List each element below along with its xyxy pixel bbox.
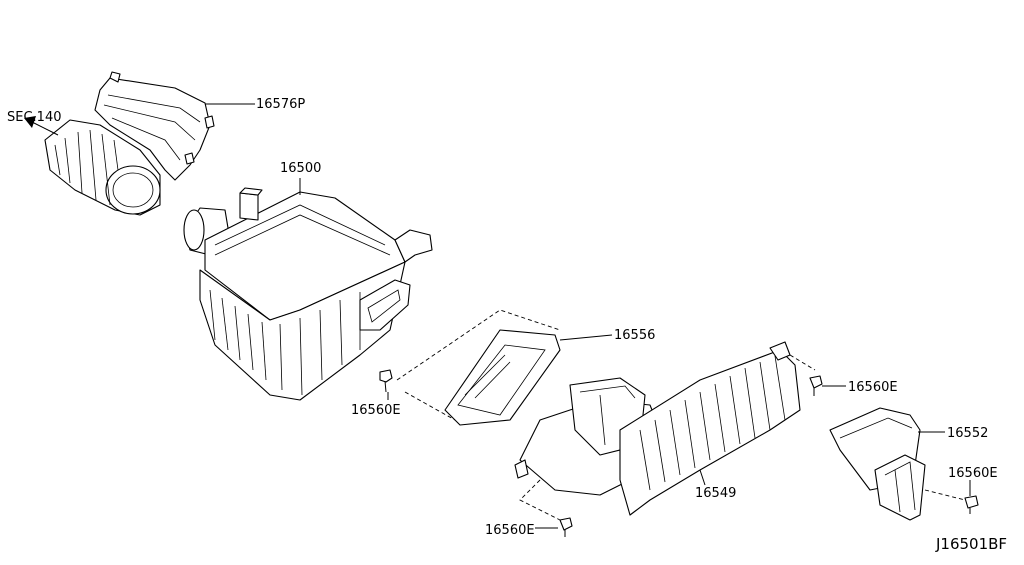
clip-16560E-b-icon (809, 375, 823, 396)
label-16549: 16549 (695, 486, 736, 501)
diagram-id: J16501BF (935, 535, 1007, 553)
label-16552: 16552 (947, 426, 988, 441)
label-16576P: 16576P (256, 97, 305, 112)
clip-16560E-a-icon (379, 369, 393, 393)
label-sec-140: SEC.140 (7, 110, 62, 125)
part-16556-adapter (444, 329, 561, 426)
part-16500-air-cleaner (183, 187, 433, 401)
label-16500: 16500 (280, 161, 321, 176)
guide-16549-bottom (519, 479, 561, 521)
guide-16556-lower (404, 391, 456, 421)
label-16560E-c: 16560E (485, 523, 535, 538)
clip-16560E-c-icon (559, 517, 573, 537)
guide-16549-top (789, 354, 816, 371)
leader-16556 (559, 334, 613, 341)
label-16560E-d: 16560E (948, 466, 998, 481)
label-16560E-a: 16560E (351, 403, 401, 418)
guide-16552 (924, 489, 966, 501)
leader-16549 (699, 469, 706, 486)
label-16556: 16556 (614, 328, 655, 343)
part-16549-resonator (514, 341, 801, 516)
part-16576P-intake-duct (24, 71, 215, 216)
clip-16560E-d-icon (964, 495, 979, 514)
label-16560E-b: 16560E (848, 380, 898, 395)
part-16552-air-guide (829, 407, 926, 521)
